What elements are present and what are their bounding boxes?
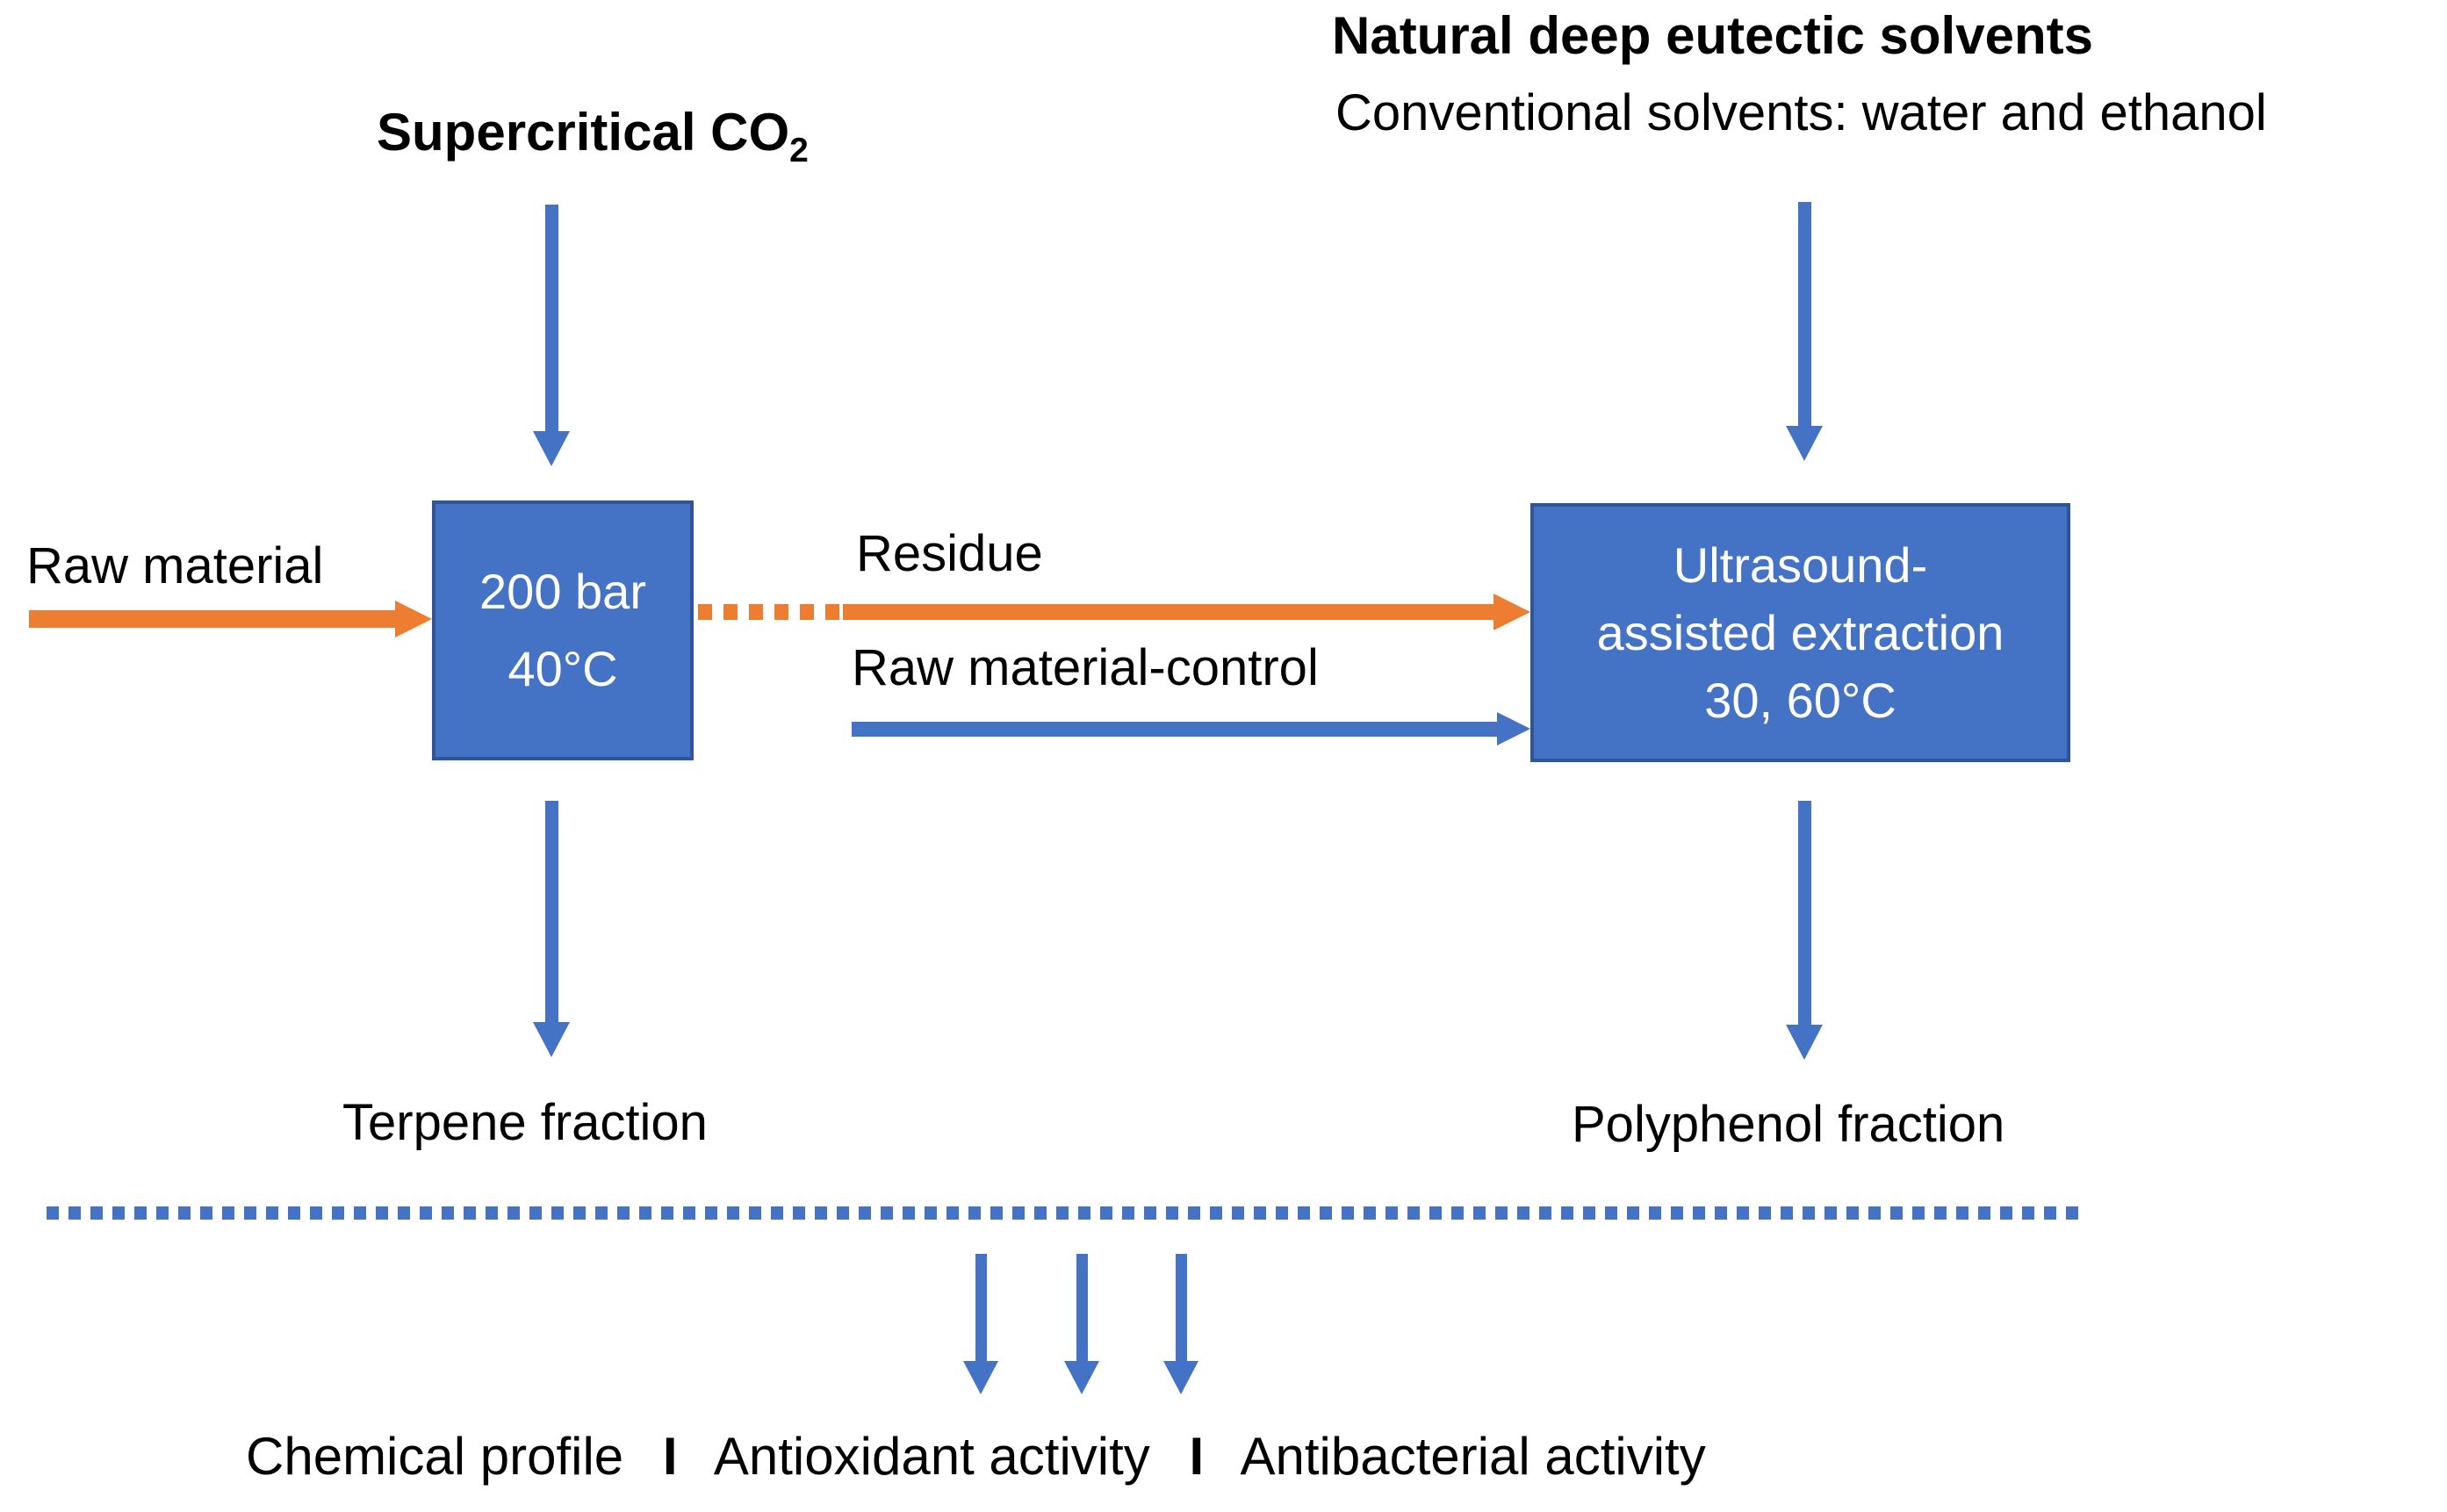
analyses-line: Chemical profile I Antioxidant activity … (246, 1426, 1706, 1487)
raw-material-control-label: Raw material-control (852, 639, 1319, 696)
separator-2: I (1189, 1427, 1205, 1486)
antioxidant-activity-label: Antioxidant activity (713, 1427, 1150, 1486)
analysis-arrow-2-head-icon (1064, 1361, 1099, 1394)
co2-down-arrow-shaft (544, 205, 558, 431)
residue-label: Residue (856, 525, 1043, 582)
uae-box-line2: assisted extraction (1596, 604, 2004, 660)
antibacterial-activity-label: Antibacterial activity (1240, 1427, 1706, 1486)
conventional-solvents-subtitle: Conventional solvents: water and ethanol (1335, 84, 2267, 141)
dotted-divider-line (47, 1206, 2080, 1220)
analysis-arrow-2 (1064, 1254, 1099, 1394)
raw-material-arrow (29, 601, 432, 637)
separator-1: I (662, 1427, 678, 1486)
terpene-down-arrow-shaft (544, 801, 558, 1022)
sc-box-temperature: 40°C (507, 641, 618, 696)
analysis-arrow-1-head-icon (963, 1361, 998, 1394)
raw-material-control-arrow (852, 712, 1530, 745)
raw-material-arrow-shaft (29, 610, 395, 628)
sc-co2-extraction-box: 200 bar 40°C (432, 500, 694, 760)
residue-arrow-shaft (843, 604, 1493, 620)
co2-down-arrow (533, 205, 570, 466)
uae-box-temperature: 30, 60°C (1704, 673, 1896, 729)
analysis-arrow-3-shaft (1175, 1254, 1187, 1361)
residue-arrow (698, 594, 1530, 630)
supercritical-co2-title: Supercritical CO2 (377, 102, 809, 168)
polyphenol-down-arrowhead-icon (1786, 1025, 1823, 1060)
analysis-arrow-1 (963, 1254, 998, 1394)
solvents-down-arrow (1786, 202, 1823, 461)
analysis-arrow-3-head-icon (1163, 1361, 1198, 1394)
terpene-down-arrow (533, 801, 570, 1057)
residue-arrow-dotted-segment (698, 604, 843, 620)
sc-box-pressure: 200 bar (479, 563, 646, 619)
polyphenol-down-arrow (1786, 801, 1823, 1060)
solvents-down-arrow-shaft (1797, 202, 1811, 426)
polyphenol-fraction-label: Polyphenol fraction (1572, 1096, 2005, 1153)
co2-down-arrowhead-icon (533, 431, 570, 466)
terpene-down-arrowhead-icon (533, 1022, 570, 1057)
raw-material-control-arrowhead-icon (1497, 712, 1530, 745)
raw-material-label: Raw material (26, 537, 324, 594)
solvents-down-arrowhead-icon (1786, 426, 1823, 461)
chemical-profile-label: Chemical profile (246, 1427, 624, 1486)
terpene-fraction-label: Terpene fraction (342, 1094, 708, 1151)
analysis-arrow-1-shaft (975, 1254, 987, 1361)
nades-title: Natural deep eutectic solvents (1332, 6, 2093, 65)
analysis-arrow-3 (1163, 1254, 1198, 1394)
analysis-arrow-2-shaft (1076, 1254, 1088, 1361)
co2-subscript: 2 (789, 132, 809, 169)
ultrasound-extraction-box: Ultrasound- assisted extraction 30, 60°C (1530, 503, 2070, 762)
supercritical-co2-title-text: Supercritical CO (377, 103, 790, 162)
uae-box-line1: Ultrasound- (1673, 536, 1928, 593)
raw-material-control-arrow-shaft (852, 721, 1497, 737)
residue-arrowhead-icon (1493, 594, 1530, 630)
polyphenol-down-arrow-shaft (1797, 801, 1811, 1025)
raw-material-arrowhead-icon (395, 601, 432, 637)
